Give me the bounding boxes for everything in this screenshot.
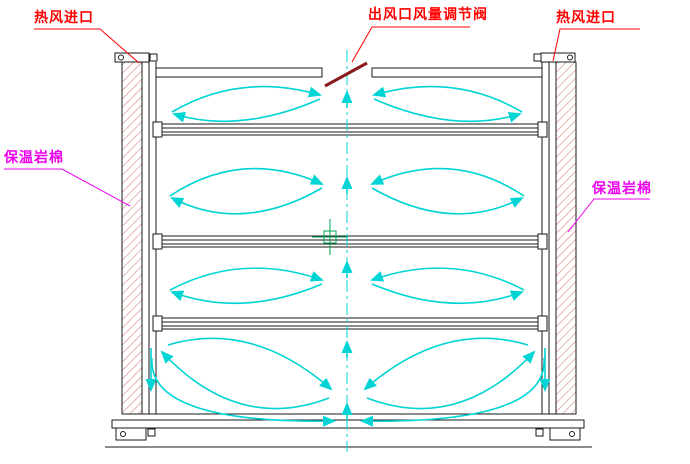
airflow-row2-right-return [371, 187, 524, 215]
shelf-1-left-bracket [152, 121, 163, 138]
shelf-3-left-bracket [152, 315, 163, 332]
right-top-bolt-icon [567, 54, 573, 61]
left-top-block [149, 53, 158, 62]
outlet-damper-valve [324, 61, 368, 88]
airflow-row1-right [372, 85, 523, 113]
left-foot [115, 427, 147, 441]
airflow-row3-right [370, 267, 525, 291]
top-beam-right [371, 67, 543, 78]
right-insulation-column [555, 61, 577, 415]
left-insulation-column [121, 61, 143, 415]
shelf-1-right-bracket [537, 121, 548, 138]
leader-lines [4, 26, 650, 233]
airflow-row4-right-floor [360, 357, 545, 427]
label-outlet-damper: 出风口风量调节阀 [368, 7, 488, 23]
airflow-row4-right-return [366, 350, 536, 410]
top-beam-left [155, 67, 323, 78]
airflow-row2-left-return [170, 187, 323, 215]
shelf-3-right-bracket [537, 315, 548, 332]
base-assembly [105, 413, 592, 448]
right-foot [549, 427, 581, 441]
leader-insulation-right [567, 198, 650, 233]
airflow-row2-left [169, 167, 324, 197]
label-hot-air-inlet-right: 热风进口 [556, 10, 616, 26]
airflow-row3-right-return [371, 283, 524, 305]
right-top-block [533, 53, 542, 62]
right-foot-bolt-icon [569, 431, 575, 437]
leader-hot-air-inlet-left [34, 28, 140, 64]
shelf-2-right-bracket [537, 233, 548, 250]
airflow-row4-left [167, 337, 333, 391]
airflow-row4-left-floor [151, 357, 336, 427]
right-foot-block [535, 428, 544, 437]
shelf-2 [152, 233, 548, 250]
airflow-row2-right [370, 167, 525, 197]
left-top-bolt-icon [118, 54, 124, 61]
left-foot-bolt-icon [120, 431, 126, 437]
center-mark [312, 219, 348, 255]
right-top-cap [540, 52, 576, 63]
airflow-row1-left [171, 85, 322, 113]
base-plate [111, 419, 585, 429]
label-insulation-left: 保温岩棉 [4, 150, 64, 166]
shelf-1 [152, 121, 548, 138]
airflow-row3-left-return [170, 283, 323, 305]
label-hot-air-inlet-left: 热风进口 [34, 10, 94, 26]
airflow-row4-left-return [160, 350, 330, 410]
airflow-row4-right [363, 337, 529, 391]
shelf-2-left-bracket [152, 233, 163, 250]
leader-outlet-damper [351, 26, 470, 63]
left-foot-block [147, 428, 156, 437]
airflow-row3-left [169, 267, 324, 291]
frame-structure [105, 67, 592, 448]
airflow-row1-left-return [172, 98, 321, 123]
airflow-row1-right-return [373, 98, 522, 123]
insulation-columns [114, 52, 577, 415]
shelf-3 [152, 315, 548, 332]
airflow-arrows [145, 85, 551, 427]
leader-hot-air-inlet-right [552, 28, 640, 62]
leader-insulation-left [4, 168, 131, 207]
label-insulation-right: 保温岩棉 [592, 181, 652, 197]
